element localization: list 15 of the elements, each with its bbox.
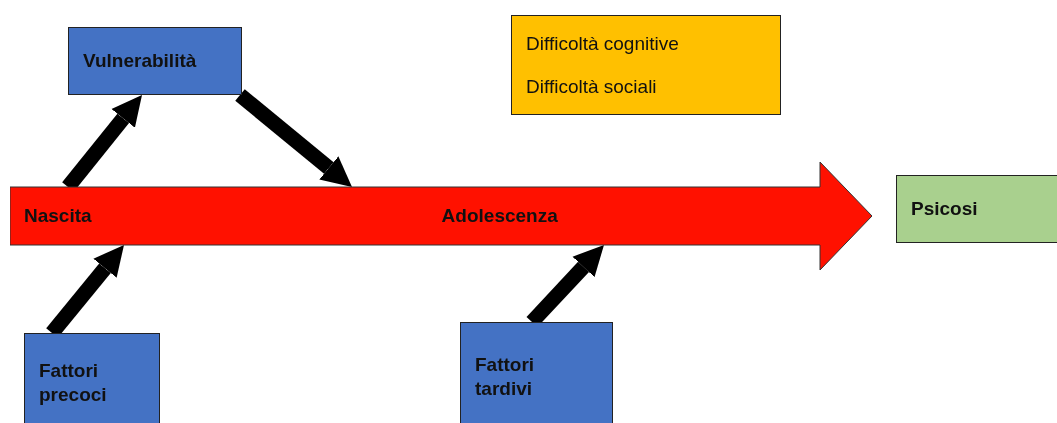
note-text: Difficoltà cognitive	[526, 31, 680, 56]
process-box	[24, 333, 160, 423]
timeline-arrow	[10, 162, 872, 270]
arrow	[235, 89, 352, 187]
stage-label: Adolescenza	[441, 204, 558, 228]
process-box	[460, 322, 613, 423]
note-box	[511, 15, 781, 115]
process-box	[68, 27, 242, 95]
label-text: Psicosi	[911, 197, 979, 221]
label-text: Fattori precoci	[39, 359, 108, 407]
note-text: Difficoltà sociali	[526, 74, 658, 99]
outcome-box	[896, 175, 1057, 243]
label-text: Fattori tardivi	[475, 353, 536, 401]
label-text: Vulnerabilità	[83, 49, 198, 73]
stage-label: Nascita	[24, 204, 92, 228]
